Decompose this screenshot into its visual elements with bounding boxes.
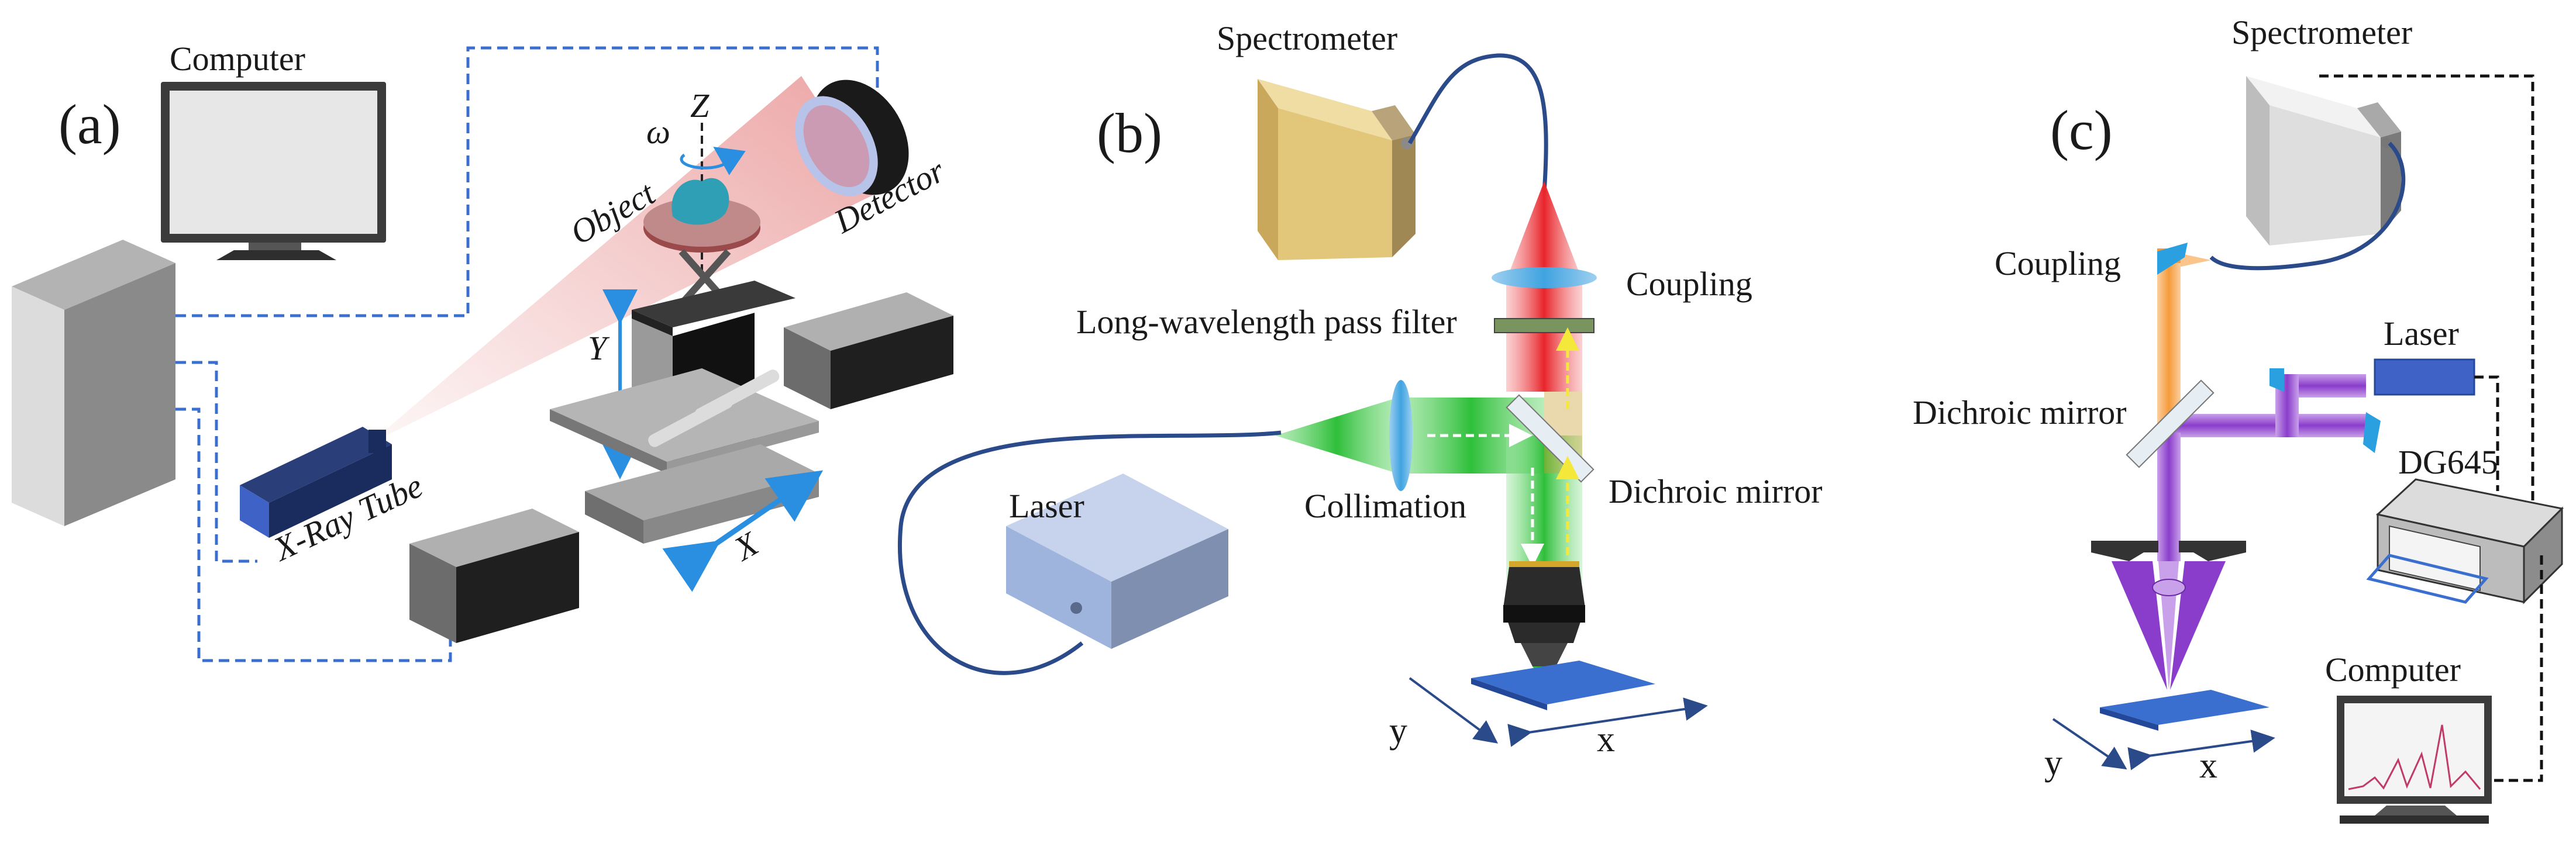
spectrometer-b [1258,79,1416,260]
computer-label-c: Computer [2325,651,2461,689]
violet-beam-horizontal [2167,414,2366,437]
violet-focus-left [2112,561,2167,690]
computer-monitor [161,82,386,260]
laser-box-b [1006,474,1228,649]
x-axis-arrow-c [2127,730,2275,770]
translation-stage: Y X [409,281,953,643]
spectrometer-c [2246,76,2401,246]
rotation-arrow [680,146,746,175]
laser-steering-mirror-2 [2363,412,2381,453]
x-label-c: x [2199,746,2217,786]
omega-label: ω [646,113,670,151]
laser-steering-mirror-1 [2270,368,2284,392]
x-label-b: x [1597,720,1615,759]
spectrometer-label-c: Spectrometer [2231,13,2412,51]
link-dg645-to-computer [2492,555,2543,782]
parabolic-mirror-left [2091,541,2158,561]
laser-fiber-b [898,430,1282,675]
panel-c: (c) Spectrometer Coupling [1913,13,2564,824]
dichroic-label-b: Dichroic mirror [1609,472,1823,510]
dg645-delay-generator [2366,478,2564,604]
violet-focus-right [2170,561,2226,690]
filter-label: Long-wavelength pass filter [1076,303,1457,341]
sample-slide-b [1471,661,1655,704]
green-beam-cone [1275,398,1398,474]
computer-label-a: Computer [170,40,305,78]
orange-beam-vertical [2157,257,2181,433]
long-pass-filter [1494,318,1594,333]
panel-tag-a: (a) [58,93,121,155]
laser-label-b: Laser [1009,487,1084,525]
red-beam-column [1506,281,1582,392]
y-label-c: y [2044,743,2062,783]
computer-c [2337,696,2492,824]
link-tower-to-detector [175,46,879,317]
xray-tube [240,427,392,538]
coupling-mirror-c [2157,243,2188,275]
laser-box-c [2374,358,2475,396]
violet-beam-vertical [2157,433,2181,561]
focusing-lens-c [2152,579,2186,596]
z-label: Z [690,87,710,125]
coupling-label-c: Coupling [1995,244,2121,282]
panel-b: (b) Spectrometer Coupling Long-wavelengt… [898,19,1823,759]
panel-tag-c: (c) [2050,99,2113,161]
y-axis-arrow-c [2052,718,2127,770]
x-axis-arrow-b [1507,697,1708,747]
collimation-lens [1389,380,1413,491]
collimation-label: Collimation [1304,487,1466,525]
coupling-lens-b [1492,267,1597,288]
dichroic-mirror-c [2126,379,2215,468]
laser-label-c: Laser [2384,315,2459,353]
dg645-label: DG645 [2398,443,2498,481]
parabolic-mirror-right [2179,541,2246,561]
link-spectrometer-to-dg645 [2319,74,2534,503]
sample-slide-c-edge [2100,707,2158,731]
red-beam [1506,181,1582,281]
y-label-b: y [1389,711,1407,751]
y-axis-arrow-b [1408,677,1499,744]
objective-lens-b [1503,561,1585,681]
fiber-to-spectrometer-c [2209,141,2406,271]
link-laser-to-dg645 [2474,375,2499,491]
pc-tower [12,240,175,526]
x-axis-arrow-a [662,470,824,592]
y-label-a: Y [588,329,610,367]
spectrometer-label-b: Spectrometer [1217,19,1397,57]
fiber-to-spectrometer-b [1407,53,1548,193]
detector [795,80,909,196]
panel-tag-b: (b) [1097,102,1162,164]
link-tower-to-xray [175,361,257,563]
dichroic-label-c: Dichroic mirror [1913,393,2127,431]
xray-beam [369,76,877,444]
sample-slide-c [2100,690,2270,725]
panel-a: Computer X-Ray Tube Detector ω Z [12,40,953,662]
coupling-label-b: Coupling [1626,265,1752,303]
